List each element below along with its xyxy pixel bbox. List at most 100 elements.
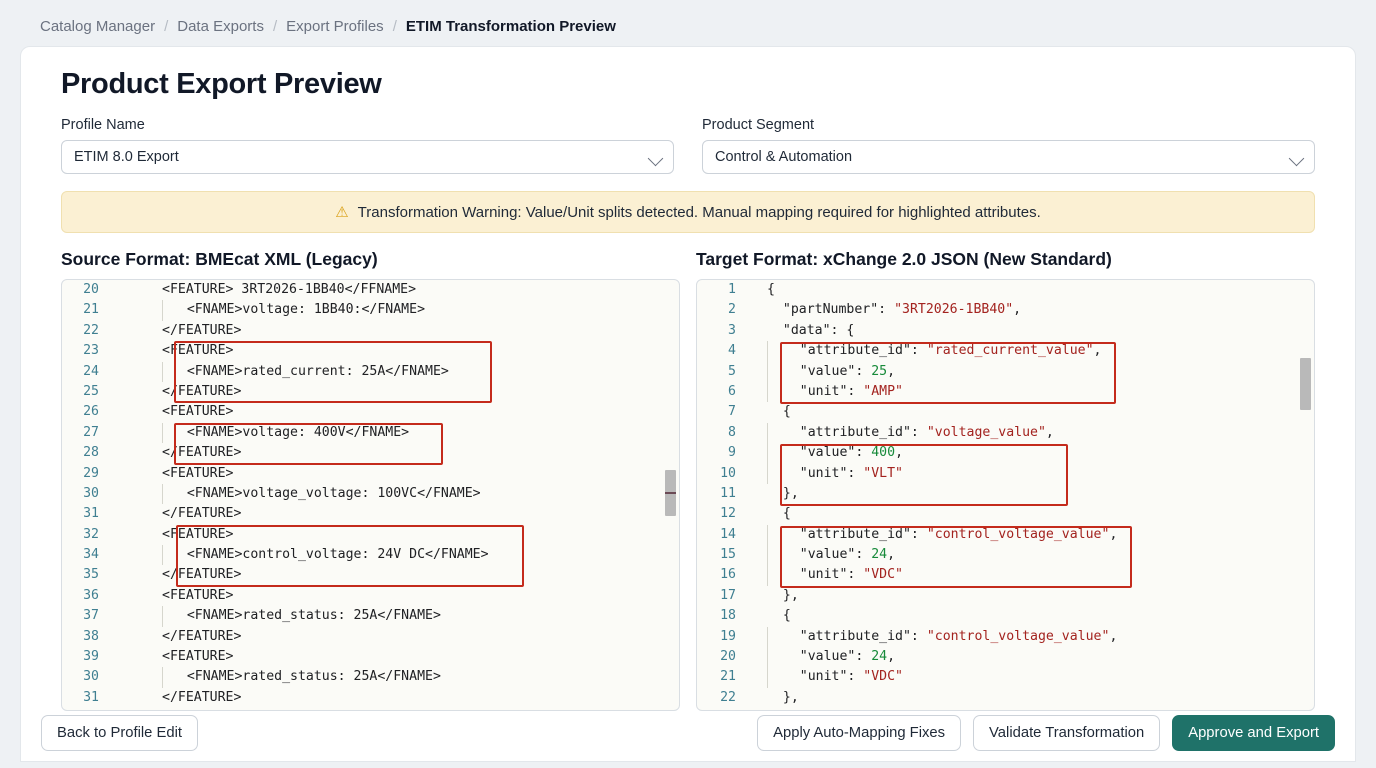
- approve-and-export-button[interactable]: Approve and Export: [1172, 715, 1335, 751]
- code-text: "unit": "AMP": [757, 381, 903, 403]
- line-number: 20: [720, 649, 736, 665]
- code-text: {: [757, 504, 791, 524]
- token-key: "attribute_id": [799, 424, 911, 440]
- breadcrumb-item-0[interactable]: Catalog Manager: [40, 17, 156, 35]
- target-panel-title: Target Format: xChange 2.0 JSON (New Sta…: [696, 249, 1112, 269]
- footer-actions: Back to Profile Edit Apply Auto-Mapping …: [41, 715, 1335, 751]
- source-code-box[interactable]: 20<FEATURE> 3RT2026-1BB40</FFNAME>21 <FN…: [61, 279, 680, 711]
- target-code-line: 2 "partNumber": "3RT2026-1BB40",: [697, 300, 1314, 320]
- source-code-line: 24 <FNAME>rated_current: 25A</FNAME>: [62, 361, 679, 382]
- line-number: 27: [83, 424, 99, 440]
- token-punct: :: [847, 669, 864, 685]
- target-code-content: 1{2 "partNumber": "3RT2026-1BB40",3 "dat…: [697, 280, 1314, 710]
- apply-auto-mapping-fixes-button[interactable]: Apply Auto-Mapping Fixes: [757, 715, 962, 751]
- code-text: },: [757, 586, 799, 606]
- token-punct: :: [855, 649, 872, 665]
- code-text: </FEATURE>: [162, 628, 242, 644]
- token-key: "unit": [799, 383, 848, 399]
- target-scrollbar-track[interactable]: [1300, 284, 1311, 706]
- target-code-line: 11 },: [697, 484, 1314, 504]
- target-panel: Target Format: xChange 2.0 JSON (New Sta…: [696, 249, 1315, 711]
- code-text: <FEATURE>: [162, 465, 234, 481]
- token-punct: ,: [1109, 526, 1118, 542]
- source-panel-title: Source Format: BMEcat XML (Legacy): [61, 249, 378, 269]
- target-code-line: 18 {: [697, 606, 1314, 626]
- token-punct: :: [847, 465, 864, 481]
- indent-guide: [162, 606, 163, 627]
- source-code-line: 30 <FNAME>voltage_voltage: 100VC</FNAME>: [62, 483, 679, 505]
- source-code-line: 22</FEATURE>: [62, 321, 679, 341]
- line-number: 22: [83, 322, 99, 338]
- breadcrumb-item-1[interactable]: Data Exports: [177, 17, 264, 35]
- source-scrollbar-thumb[interactable]: [665, 470, 676, 516]
- code-text: "data": {: [757, 321, 854, 341]
- line-number: 15: [720, 547, 736, 563]
- token-num: 400: [871, 445, 896, 461]
- source-code-line: 20 <FEATURE> 3RT2026-1BB40</FFNAME>: [62, 280, 679, 300]
- token-str: "VDC": [863, 669, 903, 685]
- back-to-profile-edit-button[interactable]: Back to Profile Edit: [41, 715, 199, 751]
- form-row: Profile Name ETIM 8.0 Export Product Seg…: [61, 117, 1315, 174]
- indent-guide: [162, 667, 163, 688]
- line-number: 37: [83, 608, 99, 624]
- target-scrollbar-thumb[interactable]: [1300, 358, 1311, 410]
- footer-right-actions: Apply Auto-Mapping Fixes Validate Transf…: [757, 715, 1335, 751]
- code-text: },: [757, 484, 799, 504]
- code-text: {: [757, 402, 791, 422]
- target-code-line: 1{: [697, 280, 1314, 300]
- product-segment-value: Control & Automation: [715, 149, 853, 165]
- source-code-line: 30 <FNAME>rated_status: 25A</FNAME>: [62, 667, 679, 688]
- target-code-line: 15 "value": 24,: [697, 545, 1314, 566]
- target-code-line: 19 "attribute_id": "control_voltage_valu…: [697, 626, 1314, 648]
- line-number: 31: [83, 506, 99, 522]
- code-text: <FEATURE> 3RT2026-1BB40</FFNAME>: [162, 282, 417, 297]
- code-text: <FEATURE>: [162, 649, 234, 665]
- token-punct: :: [910, 628, 927, 644]
- code-text: "partNumber": "3RT2026-1BB40",: [757, 300, 1021, 320]
- breadcrumb-item-2[interactable]: Export Profiles: [286, 17, 384, 35]
- line-number: 11: [720, 485, 736, 501]
- line-number: 29: [83, 465, 99, 481]
- validate-transformation-button[interactable]: Validate Transformation: [973, 715, 1161, 751]
- target-code-box[interactable]: 1{2 "partNumber": "3RT2026-1BB40",3 "dat…: [696, 279, 1315, 711]
- profile-name-select[interactable]: ETIM 8.0 Export: [61, 140, 674, 174]
- token-punct: ,: [887, 547, 896, 563]
- indent-guide: [162, 545, 163, 566]
- token-punct: :: [910, 343, 927, 359]
- token-key: "value": [799, 445, 856, 461]
- line-number: 2: [728, 302, 736, 318]
- token-punct: ,: [895, 445, 904, 461]
- product-segment-label: Product Segment: [702, 117, 815, 133]
- source-code-line: 32<FEATURE>: [62, 525, 679, 545]
- transformation-warning-banner: ⚠ Transformation Warning: Value/Unit spl…: [61, 191, 1315, 233]
- source-panel: Source Format: BMEcat XML (Legacy) 20 <FE…: [61, 249, 680, 711]
- token-key: "value": [799, 363, 856, 379]
- line-number: 22: [720, 689, 736, 705]
- token-str: "3RT2026-1BB40": [894, 302, 1014, 318]
- indent-guide: [767, 443, 768, 464]
- code-text: <FEATURE>: [162, 404, 234, 420]
- code-text: </FEATURE>: [162, 506, 242, 522]
- code-text: "unit": "VDC": [757, 667, 903, 688]
- token-punct: ,: [1093, 343, 1102, 359]
- token-punct: :: [855, 363, 872, 379]
- breadcrumb: Catalog Manager/Data Exports/Export Prof…: [0, 0, 1376, 52]
- indent-guide: [767, 626, 768, 648]
- line-number: 36: [83, 587, 99, 603]
- line-number: 20: [83, 282, 99, 297]
- token-key: "value": [799, 547, 856, 563]
- line-number: 6: [728, 383, 736, 399]
- source-code-line: 37 <FNAME>rated_status: 25A</FNAME>: [62, 606, 679, 627]
- source-code-line: 27 <FNAME>voltage: 400V</FNAME>: [62, 422, 679, 444]
- line-number: 21: [720, 669, 736, 685]
- diff-panels: Source Format: BMEcat XML (Legacy) 20 <FE…: [61, 249, 1315, 711]
- line-number: 17: [720, 587, 736, 603]
- source-code-line: 38</FEATURE>: [62, 627, 679, 647]
- indent-guide: [767, 361, 768, 382]
- product-segment-select[interactable]: Control & Automation: [702, 140, 1315, 174]
- token-key: "value": [799, 649, 856, 665]
- code-text: "value": 24,: [757, 545, 896, 566]
- target-code-line: 3 "data": {: [697, 321, 1314, 341]
- profile-name-field: Profile Name ETIM 8.0 Export: [61, 117, 674, 174]
- source-code-line: 36<FEATURE>: [62, 586, 679, 606]
